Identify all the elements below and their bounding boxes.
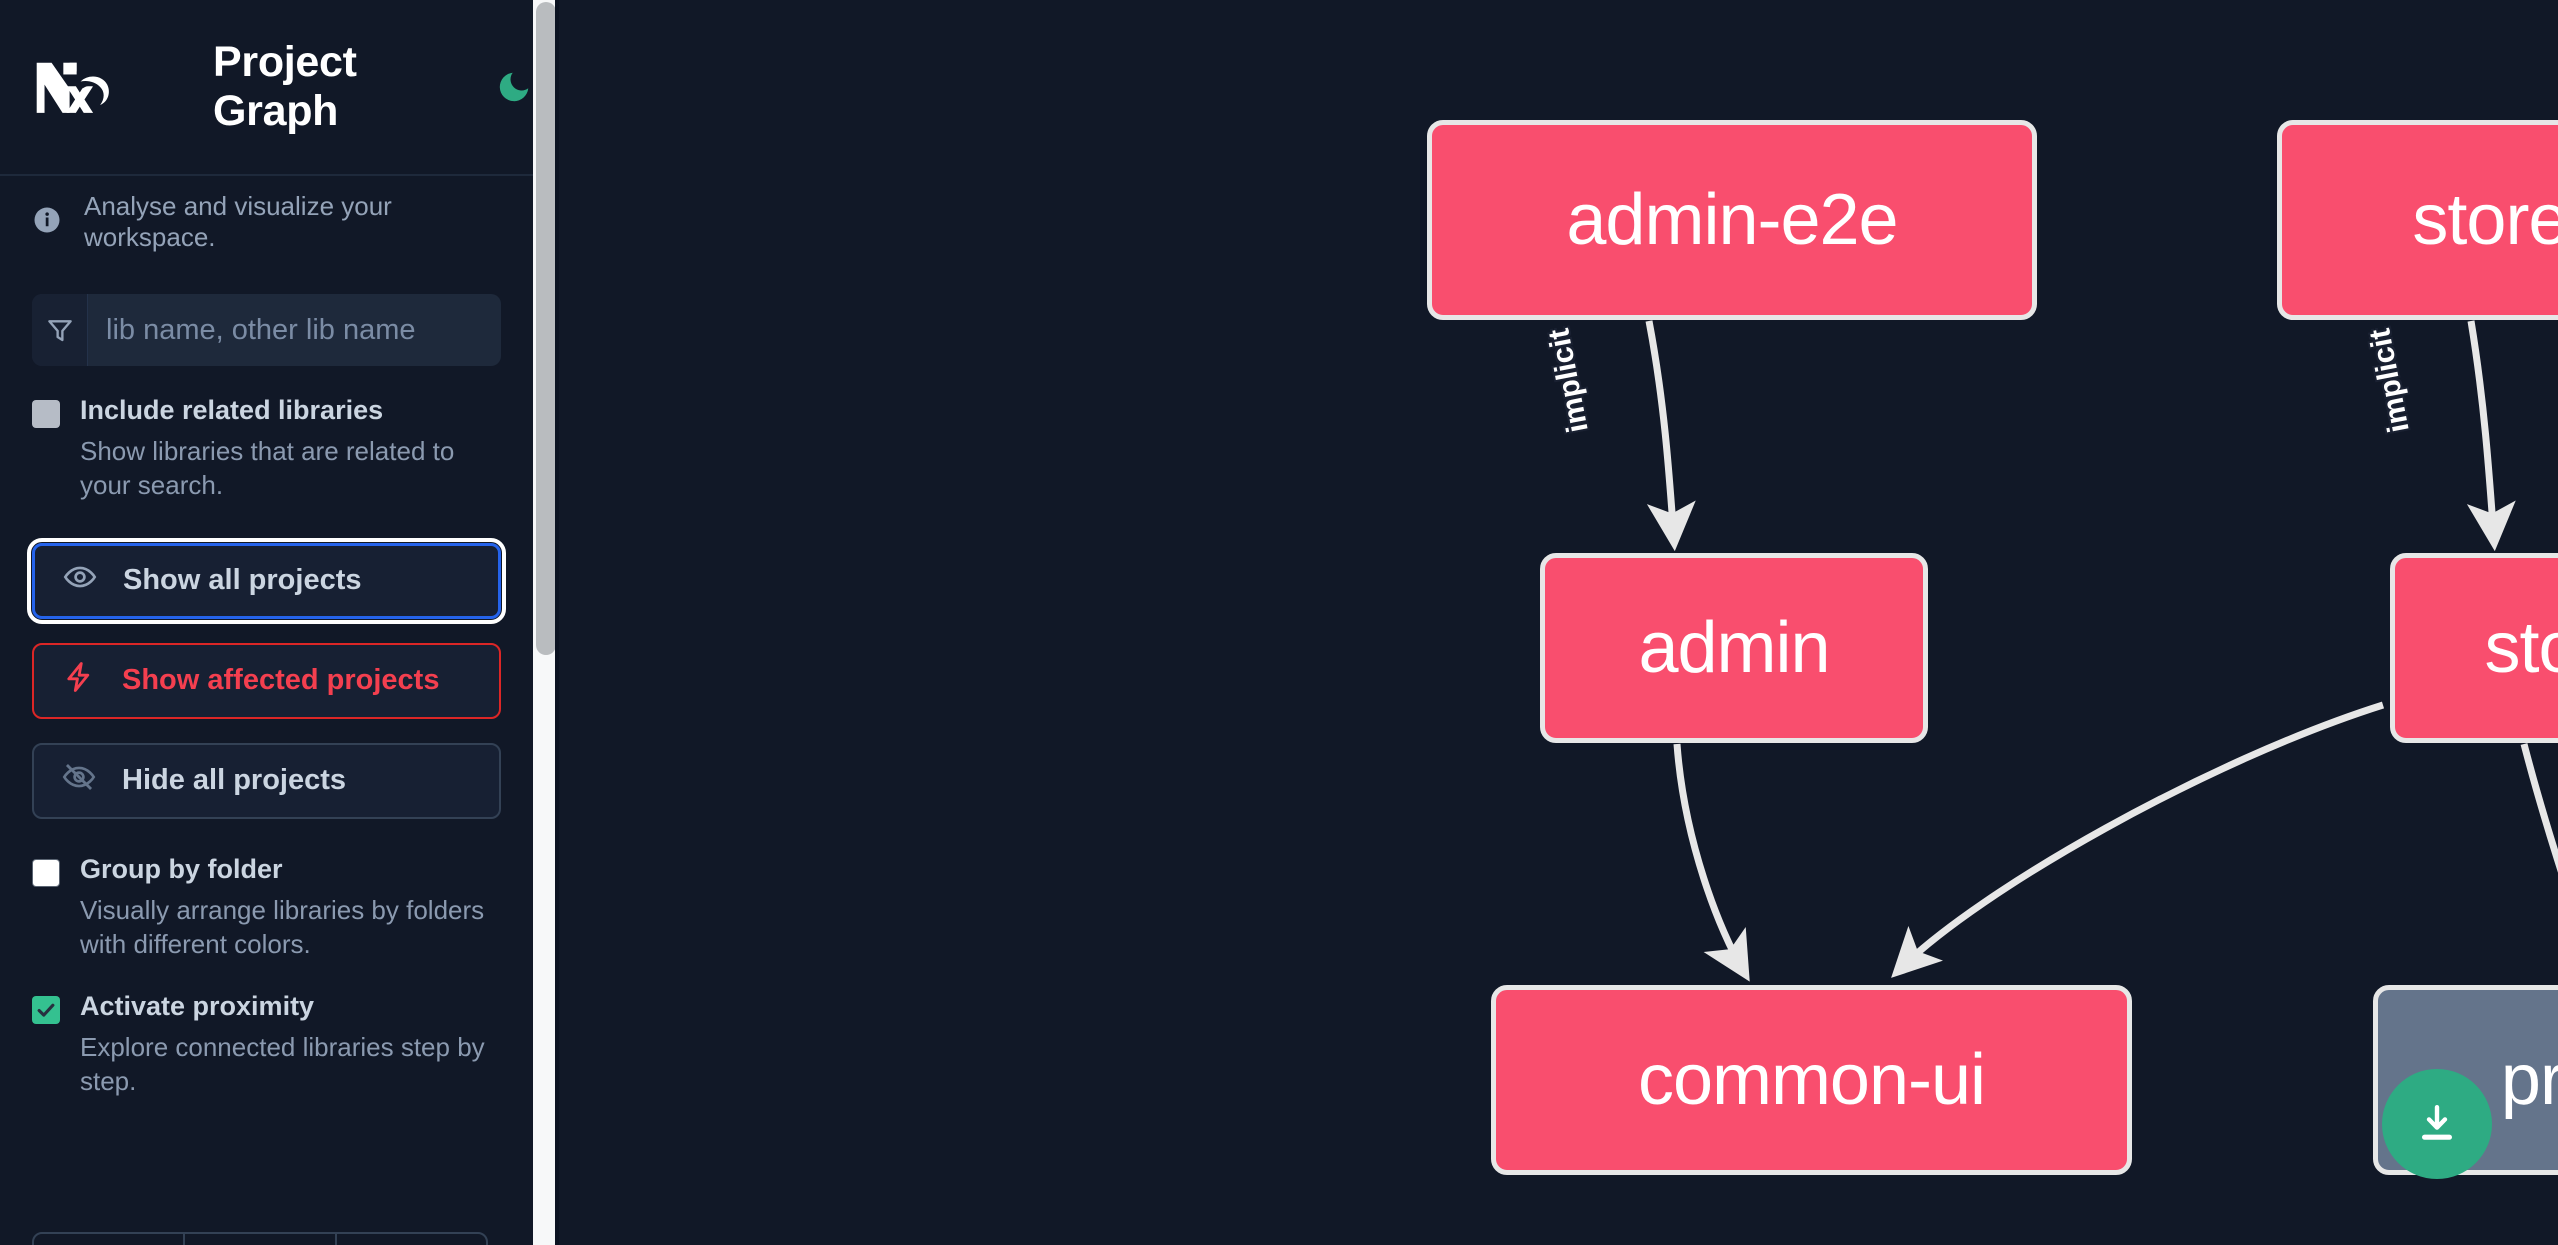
search-box[interactable]	[32, 294, 501, 366]
proximity-step-option-3[interactable]	[337, 1234, 486, 1245]
sidebar-scrollbar-thumb[interactable]	[536, 2, 556, 655]
checkbox-include-related-libraries[interactable]	[32, 400, 60, 428]
edge-store-to-common-ui	[1891, 701, 2385, 978]
checkbox-row-activate-proximity[interactable]: Activate proximity Explore connected lib…	[0, 962, 533, 1099]
page-title: Project Graph	[213, 38, 357, 135]
tagline-row: Analyse and visualize your workspace.	[0, 176, 533, 268]
graph-edges-layer	[1645, 320, 2558, 982]
graph-node-label-store-e2e: store-e2e	[2412, 180, 2558, 260]
download-icon	[2422, 1105, 2453, 1140]
project-visibility-buttons: Show all projects Show affected projects	[0, 503, 533, 819]
sidebar: Project Graph Analyse and visualize your…	[0, 0, 559, 1245]
checkbox-activate-proximity[interactable]	[32, 995, 60, 1024]
proximity-step-button-group[interactable]	[32, 1232, 488, 1245]
checkbox-row-group-by-folder[interactable]: Group by folder Visually arrange librari…	[0, 819, 533, 962]
edge-admin-e2e-to-admin	[1645, 320, 1696, 552]
checkbox-label-group-by-folder: Group by folder	[80, 853, 283, 884]
show-all-projects-button[interactable]: Show all projects	[27, 537, 506, 624]
download-graph-button[interactable]	[2382, 1069, 2492, 1179]
lightning-bolt-icon	[62, 660, 96, 702]
graph-node-admin-e2e[interactable]: admin-e2e	[1427, 120, 2037, 320]
checkbox-label-include-related-libraries: Include related libraries	[80, 395, 384, 425]
graph-canvas[interactable]: admin-e2e store-e2e admin store common-u…	[559, 0, 2558, 1245]
eye-off-icon	[62, 760, 96, 802]
checkbox-label-activate-proximity: Activate proximity	[80, 990, 315, 1021]
graph-node-store[interactable]: store	[2390, 553, 2558, 743]
proximity-step-option-1[interactable]	[34, 1234, 186, 1245]
sidebar-content: Project Graph Analyse and visualize your…	[0, 0, 533, 1245]
checkbox-row-include-related-libraries[interactable]: Include related libraries Show libraries…	[0, 366, 533, 503]
graph-node-label-admin: admin	[1638, 608, 1830, 688]
moon-icon[interactable]	[495, 66, 533, 108]
edge-store-to-products	[2520, 743, 2558, 873]
eye-icon	[63, 560, 97, 602]
filter-funnel-icon	[32, 294, 88, 366]
sidebar-scrollbar-track[interactable]	[533, 0, 559, 1245]
checkbox-description-include-related-libraries: Show libraries that are related to your …	[80, 435, 455, 501]
checkbox-group-by-folder[interactable]	[32, 858, 60, 887]
edge-store-e2e-to-store	[2466, 320, 2516, 552]
edge-admin-to-common-ui	[1673, 743, 1750, 982]
show-all-projects-label: Show all projects	[123, 564, 362, 597]
show-affected-projects-button[interactable]: Show affected projects	[32, 642, 501, 719]
sidebar-divider	[555, 0, 559, 1245]
tagline-text: Analyse and visualize your workspace.	[84, 191, 392, 252]
search-input[interactable]	[88, 294, 501, 366]
graph-node-label-admin-e2e: admin-e2e	[1566, 180, 1898, 260]
graph-node-label-products: products	[2500, 1040, 2558, 1120]
hide-all-projects-button[interactable]: Hide all projects	[32, 742, 501, 819]
checkbox-description-activate-proximity: Explore connected libraries step by step…	[80, 1031, 485, 1097]
graph-node-common-ui[interactable]: common-ui	[1491, 985, 2132, 1175]
info-icon	[32, 205, 62, 240]
show-affected-projects-label: Show affected projects	[122, 664, 440, 697]
graph-node-admin[interactable]: admin	[1540, 553, 1928, 743]
proximity-step-option-2[interactable]	[185, 1234, 337, 1245]
sidebar-header: Project Graph	[0, 0, 533, 176]
graph-node-label-common-ui: common-ui	[1637, 1040, 1986, 1120]
graph-node-store-e2e[interactable]: store-e2e	[2277, 120, 2558, 320]
hide-all-projects-label: Hide all projects	[122, 764, 347, 797]
graph-node-label-store: store	[2484, 608, 2558, 688]
checkbox-description-group-by-folder: Visually arrange libraries by folders wi…	[80, 894, 485, 960]
nx-logo-icon	[32, 58, 126, 116]
